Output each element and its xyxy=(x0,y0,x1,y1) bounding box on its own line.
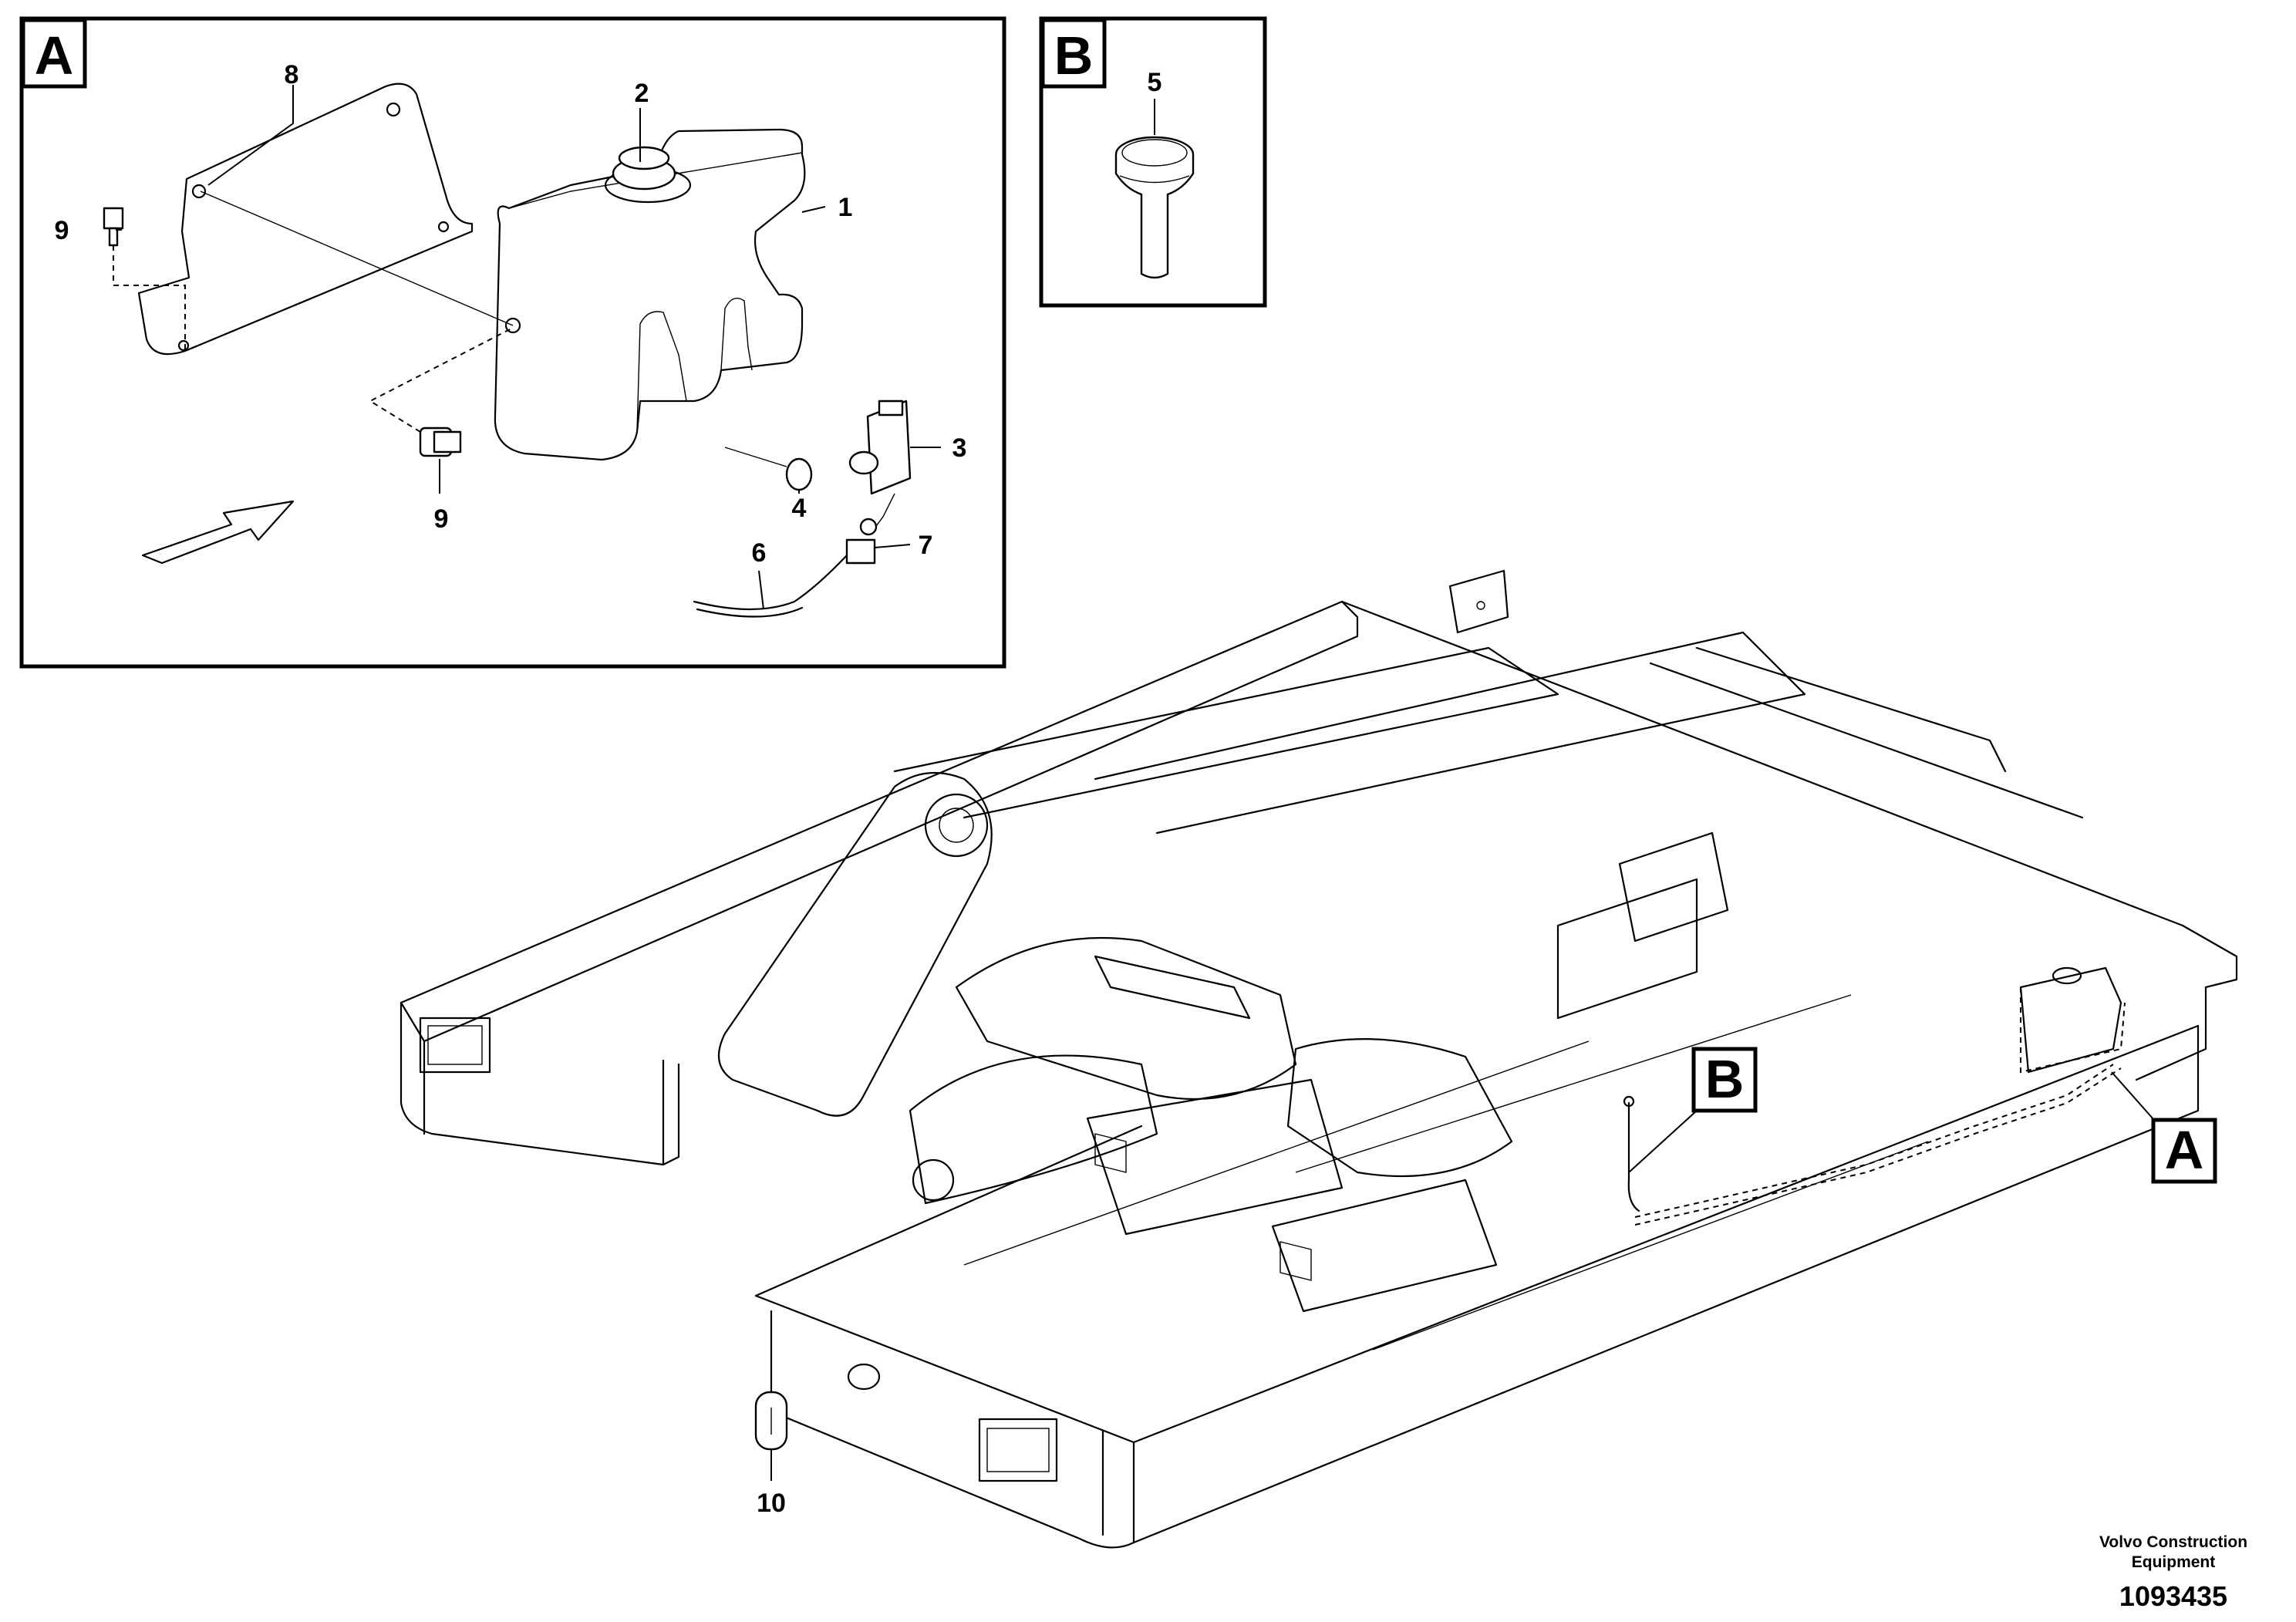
washer-reservoir-part xyxy=(494,128,806,461)
drawing-number: 1093435 xyxy=(2119,1580,2227,1612)
bolt-lower-part xyxy=(368,327,514,457)
detail-b-title: B xyxy=(1054,25,1094,86)
bolt-upper-part xyxy=(103,207,186,351)
washer-pump-part xyxy=(848,400,912,533)
grommet-part xyxy=(724,447,813,491)
callout-7: 7 xyxy=(919,531,933,560)
callout-9-lower: 9 xyxy=(434,504,449,534)
callout-8: 8 xyxy=(285,60,299,89)
callout-2: 2 xyxy=(635,79,649,108)
callout-10: 10 xyxy=(757,1489,786,1518)
callout-5: 5 xyxy=(1148,68,1162,97)
hose-part xyxy=(693,554,848,618)
detail-a-panel: A xyxy=(19,16,1006,669)
direction-arrow-icon xyxy=(141,500,295,565)
company-name-line1: Volvo Construction xyxy=(2099,1533,2247,1551)
callout-1: 1 xyxy=(838,193,853,222)
detail-b-ref-label: B xyxy=(1705,1049,1745,1109)
detail-b-reference: B xyxy=(1628,1047,1758,1173)
detail-a-reference: A xyxy=(2111,1071,2217,1184)
callout-6: 6 xyxy=(752,538,767,568)
callout-3: 3 xyxy=(952,433,967,463)
nozzle-part xyxy=(1114,136,1195,279)
excavator-frame-assembly xyxy=(400,569,2238,1549)
company-name-line2: Equipment xyxy=(2132,1553,2216,1571)
callout-4: 4 xyxy=(792,494,807,523)
callout-9-upper: 9 xyxy=(55,216,69,245)
detail-a-ref-label: A xyxy=(2165,1120,2204,1180)
detail-a-title: A xyxy=(35,25,74,86)
bracket-part xyxy=(137,83,474,356)
plug-part xyxy=(754,1391,788,1451)
connector-part xyxy=(845,518,878,565)
